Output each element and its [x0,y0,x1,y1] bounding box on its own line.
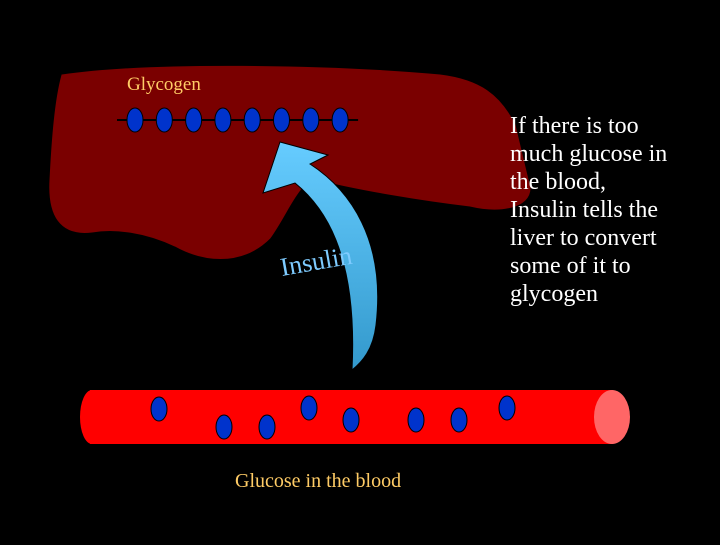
blood-glucose-unit [258,414,276,440]
vessel-left-end [80,390,104,444]
blood-glucose-unit [300,395,318,421]
glycogen-chain [117,107,359,133]
blood-glucose-unit [407,407,425,433]
vessel-opening [594,390,630,444]
glycogen-glucose-unit [214,107,232,133]
blood-glucose-units [150,395,516,440]
explanation-line: glycogen [510,281,598,307]
explanation-line: some of it to [510,253,631,279]
insulin-arrow [262,141,379,372]
insulin-label: Insulin [278,241,354,282]
glycogen-glucose-unit [243,107,261,133]
blood-glucose-unit [498,395,516,421]
explanation-line: If there is too [510,113,639,139]
glucose-in-blood-label: Glucose in the blood [235,470,402,492]
glycogen-glucose-unit [331,107,349,133]
explanation-line: Insulin tells the [510,197,658,223]
explanation-line: liver to convert [510,225,657,251]
blood-glucose-unit [150,396,168,422]
explanation-line: much glucose in [510,141,668,167]
glycogen-label: Glycogen [127,74,201,95]
glycogen-glucose-unit [302,107,320,133]
blood-glucose-unit [215,414,233,440]
glycogen-glucose-unit [126,107,144,133]
glycogen-glucose-unit [185,107,203,133]
blood-glucose-unit [342,407,360,433]
glycogen-glucose-unit [155,107,173,133]
explanation-line: the blood, [510,169,606,195]
glycogen-glucose-unit [273,107,290,133]
blood-glucose-unit [450,407,468,433]
